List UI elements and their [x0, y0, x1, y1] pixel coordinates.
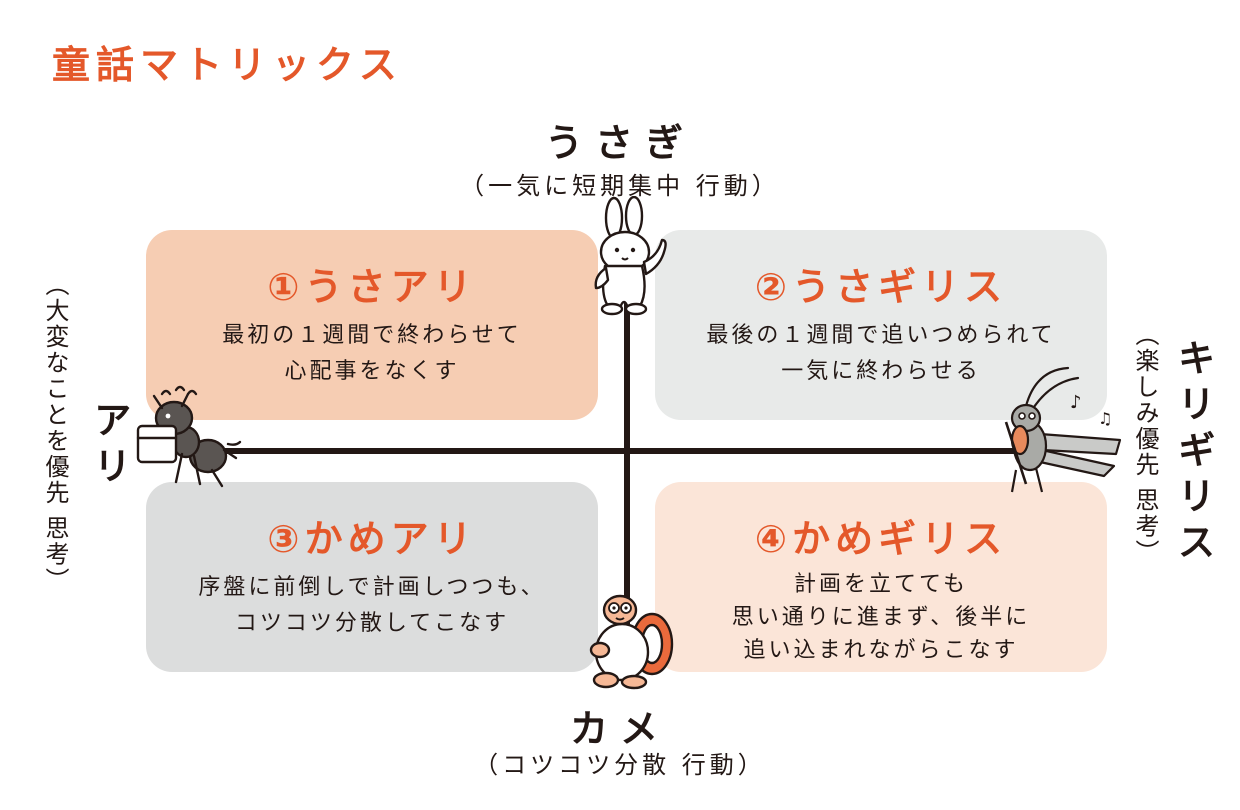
- turtle-illustration: [589, 594, 674, 690]
- quadrant-title: ②うさギリス: [754, 265, 1008, 309]
- rabbit-illustration: [594, 196, 667, 316]
- quadrant-description: 最初の１週間で終わらせて 心配事をなくす: [222, 323, 522, 384]
- axis-bottom-sublabel: （コツコツ分散 行動）: [474, 751, 766, 779]
- quadrant-kame-ari: ③かめアリ 序盤に前倒しで計画しつつも、 コツコツ分散してこなす: [146, 482, 598, 672]
- axis-top-label: うさぎ: [544, 121, 695, 165]
- axis-bottom-label: カメ: [569, 707, 670, 751]
- quadrant-title: ①うさアリ: [267, 265, 477, 309]
- axis-top-sublabel: （一気に短期集中 行動）: [460, 172, 780, 200]
- svg-text:♪: ♪: [1070, 392, 1082, 413]
- axis-left-label: アリ: [87, 400, 131, 492]
- axis-right-sublabel: （楽しみ優先 思考）: [1131, 322, 1159, 566]
- quadrant-usa-ari: ①うさアリ 最初の１週間で終わらせて 心配事をなくす: [146, 230, 598, 420]
- grasshopper-illustration: ♪ ♫: [1004, 366, 1122, 493]
- quadrant-title: ③かめアリ: [267, 517, 477, 561]
- page-title: 童話マトリックス: [52, 43, 403, 87]
- quadrant-description: 最後の１週間で追いつめられて 一気に終わらせる: [706, 323, 1056, 384]
- quadrant-kame-girisu: ④かめギリス 計画を立てても 思い通りに進まず、後半に 追い込まれながらこなす: [655, 482, 1107, 672]
- vertical-axis: [624, 285, 630, 630]
- quadrant-description: 序盤に前倒しで計画しつつも、 コツコツ分散してこなす: [198, 575, 546, 636]
- quadrant-usa-girisu: ②うさギリス 最後の１週間で追いつめられて 一気に終わらせる: [655, 230, 1107, 420]
- horizontal-axis: [212, 448, 1032, 454]
- axis-right-label: キリギリス: [1171, 338, 1215, 568]
- quadrant-title: ④かめギリス: [754, 517, 1008, 561]
- quadrant-description: 計画を立てても 思い通りに進まず、後半に 追い込まれながらこなす: [731, 572, 1031, 663]
- ant-illustration: [136, 385, 246, 488]
- svg-text:♫: ♫: [1098, 409, 1112, 428]
- axis-left-sublabel: （大変なことを優先 思考）: [41, 272, 69, 594]
